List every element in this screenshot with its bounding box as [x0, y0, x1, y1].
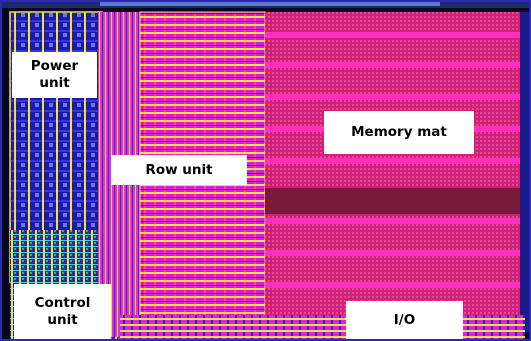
power-unit-label: Power unit — [12, 52, 97, 98]
row-unit-label: Row unit — [111, 155, 247, 185]
control-unit-label: Control unit — [14, 284, 111, 339]
memory-mat-label: Memory mat — [324, 111, 474, 154]
io-strip — [120, 315, 525, 339]
right-edge-strip — [520, 12, 531, 332]
io-label: I/O — [346, 301, 463, 339]
memory-mat-bands — [265, 32, 525, 288]
top-pad-strip — [100, 0, 440, 6]
memory-mat-block — [265, 12, 525, 317]
